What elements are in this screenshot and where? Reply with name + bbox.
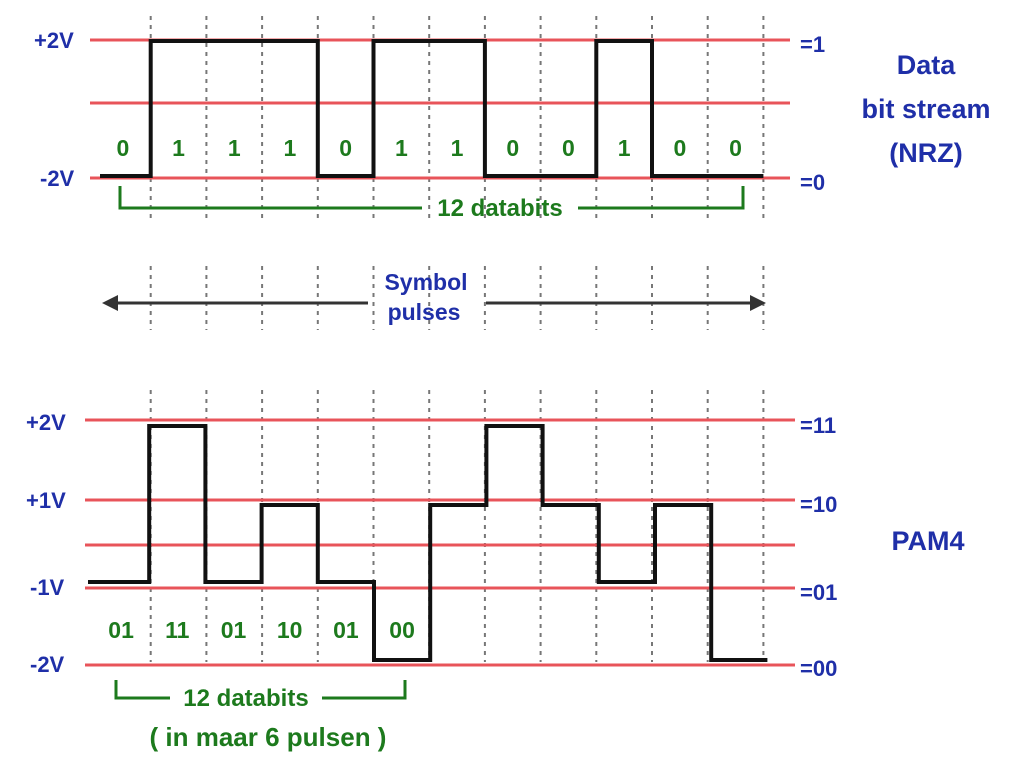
pam4-symbol-label: 00 xyxy=(389,617,415,643)
nrz-title-line-1: Data xyxy=(897,50,957,80)
pam4-signal-waveform xyxy=(88,424,768,662)
pam4-bracket-label: 12 databits xyxy=(183,685,308,712)
nrz-bit-label: 1 xyxy=(284,135,297,161)
pam4-level-lines xyxy=(85,418,795,667)
nrz-bit-label: 1 xyxy=(618,135,631,161)
pam4-symbol-label: 10 xyxy=(277,617,303,643)
nrz-value-one: =1 xyxy=(800,32,825,57)
pam4-level-plus2v: +2V xyxy=(26,410,66,435)
nrz-bit-label: 0 xyxy=(506,135,519,161)
nrz-bit-label: 0 xyxy=(729,135,742,161)
nrz-level-minus2v: -2V xyxy=(40,166,75,191)
pam4-level-plus1v: +1V xyxy=(26,488,66,513)
nrz-title-line-3: (NRZ) xyxy=(889,138,962,168)
pam4-title: PAM4 xyxy=(891,526,964,556)
pam4-symbol-label: 11 xyxy=(165,617,190,643)
pam4-section: +2V +1V -1V -2V =11 =10 =01 =00 PAM4 01 1… xyxy=(26,410,965,752)
arrow-right-icon xyxy=(750,295,766,311)
symbol-label-line-1: Symbol xyxy=(384,269,467,295)
nrz-value-zero: =0 xyxy=(800,170,825,195)
pam4-level-minus1v: -1V xyxy=(30,575,65,600)
pam4-symbol-labels: 01 11 01 10 01 00 xyxy=(108,617,415,643)
nrz-bit-label: 0 xyxy=(562,135,575,161)
nrz-bit-label: 0 xyxy=(673,135,686,161)
nrz-bit-label: 0 xyxy=(116,135,129,161)
pam4-value-01: =01 xyxy=(800,580,837,605)
nrz-section: +2V -2V =1 =0 0 1 1 1 0 1 1 0 0 1 0 0 12 databits D… xyxy=(34,28,991,222)
pam4-symbol-label: 01 xyxy=(333,617,359,643)
nrz-bit-label: 0 xyxy=(339,135,352,161)
pam4-symbol-label: 01 xyxy=(221,617,247,643)
arrow-left-icon xyxy=(102,295,118,311)
nrz-bit-label: 1 xyxy=(172,135,185,161)
symbol-pulses-section: Symbol pulses xyxy=(102,269,766,325)
pam4-bracket xyxy=(114,680,407,700)
nrz-title-line-2: bit stream xyxy=(861,94,990,124)
nrz-bit-label: 1 xyxy=(395,135,408,161)
nrz-signal-waveform xyxy=(100,39,764,178)
nrz-bit-label: 1 xyxy=(228,135,241,161)
nrz-bit-labels: 0 1 1 1 0 1 1 0 0 1 0 0 xyxy=(116,135,741,161)
symbol-grid xyxy=(149,16,765,662)
pam4-value-11: =11 xyxy=(800,413,836,438)
nrz-bracket-label: 12 databits xyxy=(437,195,562,222)
nrz-bit-label: 1 xyxy=(451,135,464,161)
pam4-value-00: =00 xyxy=(800,656,837,681)
pam4-symbol-label: 01 xyxy=(108,617,134,643)
pam4-level-minus2v: -2V xyxy=(30,652,65,677)
pam4-value-10: =10 xyxy=(800,492,837,517)
pam4-note: ( in maar 6 pulsen ) xyxy=(150,722,387,752)
symbol-label-line-2: pulses xyxy=(388,299,461,325)
nrz-bracket xyxy=(118,186,745,210)
nrz-level-plus2v: +2V xyxy=(34,28,74,53)
